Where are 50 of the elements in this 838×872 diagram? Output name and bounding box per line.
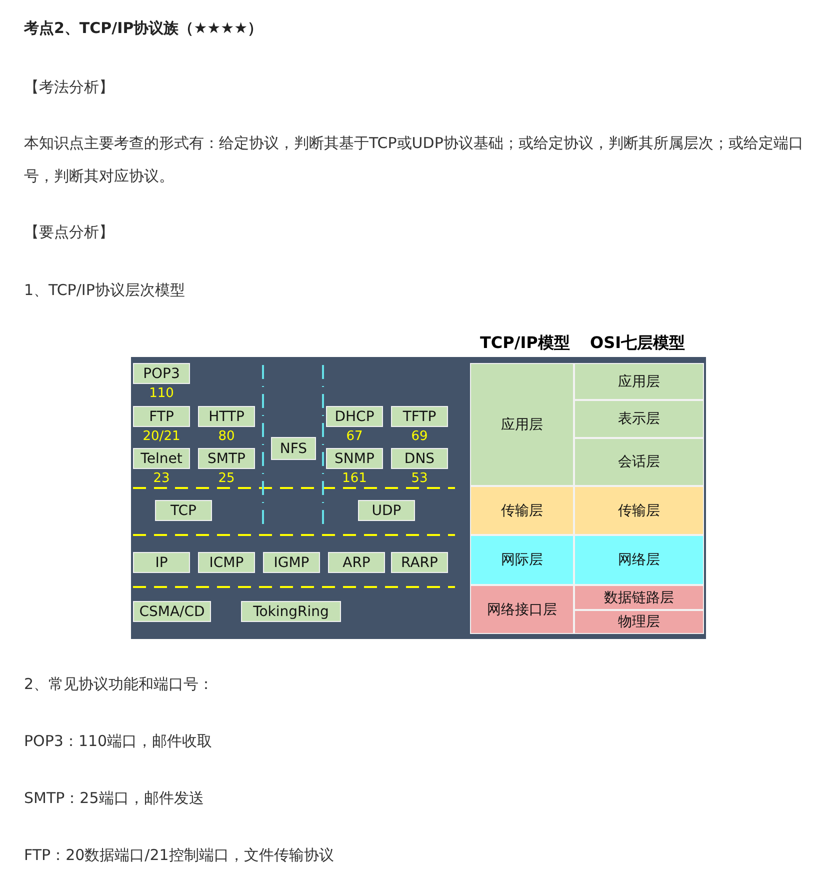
layer-cell: 网络接口层 xyxy=(470,585,574,634)
layer-cell: 传输层 xyxy=(470,486,574,535)
protocol-box: UDP xyxy=(358,500,415,521)
protocol-box: NFS xyxy=(271,437,316,460)
port-number: 20/21 xyxy=(142,429,182,444)
port-number: 161 xyxy=(341,471,368,486)
port-number: 110 xyxy=(148,386,175,401)
layer-cell: 会话层 xyxy=(574,438,704,486)
protocol-box: TCP xyxy=(155,500,212,521)
port-number: 25 xyxy=(217,471,236,486)
port-number: 80 xyxy=(217,429,236,444)
protocol-box: TFTP xyxy=(391,406,448,427)
layer-cell: 表示层 xyxy=(574,400,704,438)
protocol-box: RARP xyxy=(391,552,448,573)
protocol-box: POP3 xyxy=(133,363,190,384)
section-heading: 【考法分析】 xyxy=(24,77,114,98)
protocol-box: Telnet xyxy=(133,448,190,469)
paragraph: FTP：20数据端口/21控制端口，文件传输协议 xyxy=(24,845,334,866)
paragraph: SMTP：25端口，邮件发送 xyxy=(24,788,204,809)
layer-cell: 网际层 xyxy=(470,535,574,585)
port-number: 69 xyxy=(410,429,429,444)
protocol-box: TokingRing xyxy=(241,601,341,622)
heading: 考点2、TCP/IP协议族（★★★★） xyxy=(24,18,263,39)
column-heading: TCP/IP模型 xyxy=(480,332,570,354)
column-heading: OSI七层模型 xyxy=(590,332,686,354)
layer-cell: 物理层 xyxy=(574,610,704,634)
paragraph: POP3：110端口，邮件收取 xyxy=(24,731,212,752)
layer-cell: 应用层 xyxy=(574,363,704,400)
protocol-box: SNMP xyxy=(326,448,383,469)
protocol-box: SMTP xyxy=(198,448,255,469)
protocol-box: CSMA/CD xyxy=(133,601,211,622)
protocol-box: FTP xyxy=(133,406,190,427)
section-heading: 【要点分析】 xyxy=(24,222,114,243)
port-number: 23 xyxy=(152,471,171,486)
subheading: 2、常见协议功能和端口号： xyxy=(24,674,214,695)
subheading: 1、TCP/IP协议层次模型 xyxy=(24,280,185,301)
protocol-box: DHCP xyxy=(326,406,383,427)
layer-cell: 传输层 xyxy=(574,486,704,535)
protocol-box: IP xyxy=(133,552,190,573)
layer-cell: 数据链路层 xyxy=(574,585,704,610)
protocol-box: ARP xyxy=(328,552,385,573)
protocol-box: DNS xyxy=(391,448,448,469)
protocol-box: ICMP xyxy=(198,552,255,573)
paragraph: 本知识点主要考查的形式有：给定协议，判断其基于TCP或UDP协议基础；或给定协议，判断其所属层次；或给定端口号，判断其对应协议。 xyxy=(24,133,804,187)
port-number: 53 xyxy=(410,471,429,486)
protocol-box: IGMP xyxy=(263,552,320,573)
protocol-box: HTTP xyxy=(198,406,255,427)
layer-cell: 应用层 xyxy=(470,363,574,486)
layer-cell: 网络层 xyxy=(574,535,704,585)
port-number: 67 xyxy=(345,429,364,444)
